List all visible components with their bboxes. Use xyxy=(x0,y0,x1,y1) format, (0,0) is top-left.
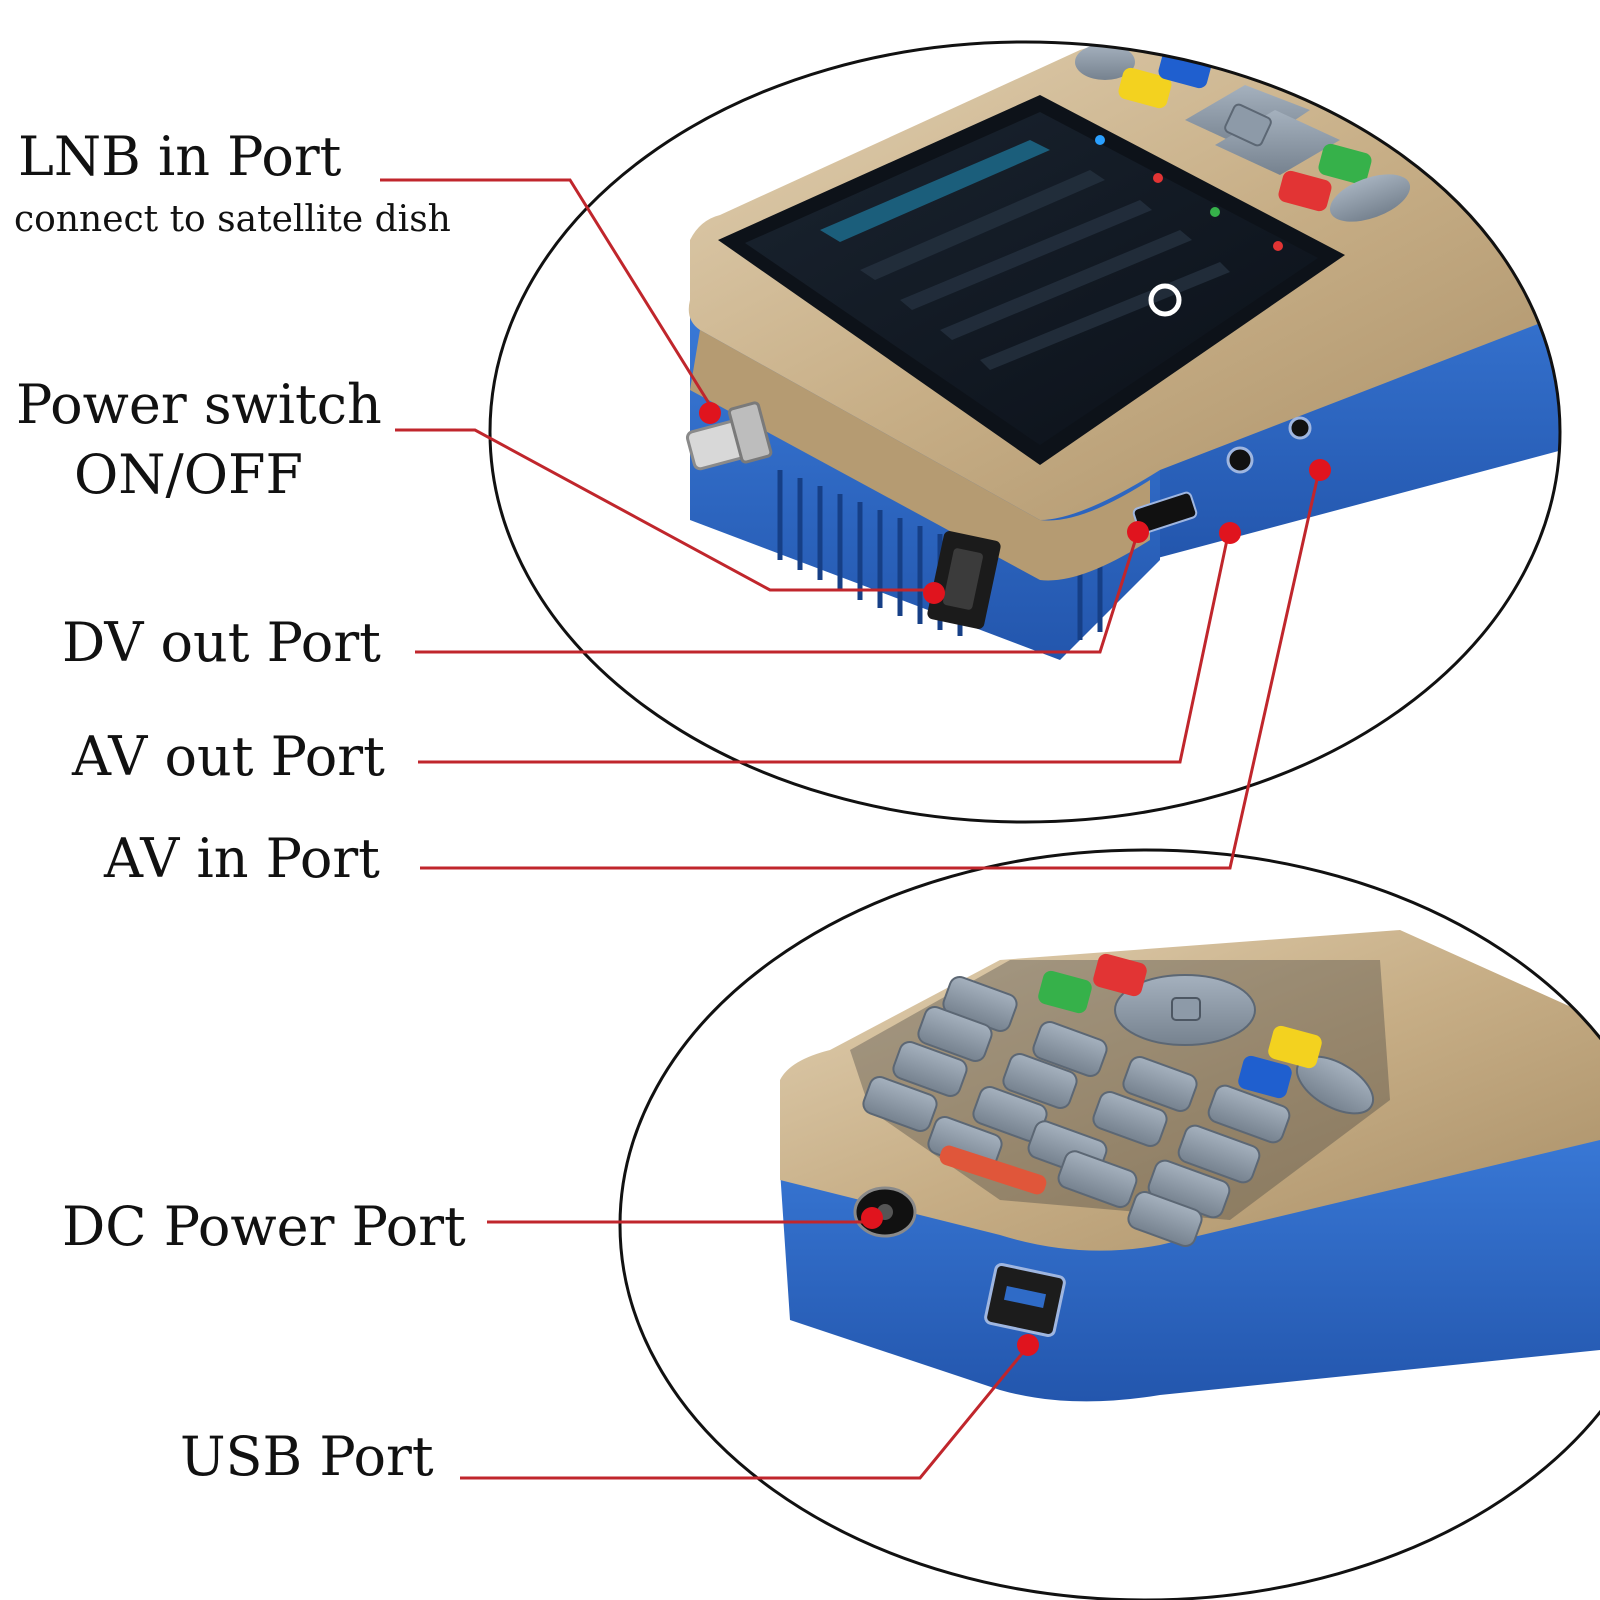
callout-dot-power xyxy=(923,582,945,604)
top-magnifier xyxy=(488,40,1562,824)
callout-dot-avout xyxy=(1219,522,1241,544)
callout-line-avout xyxy=(418,534,1230,764)
callout-dot-dc xyxy=(861,1207,883,1229)
label-power-switch: Power switch xyxy=(16,373,382,436)
callout-line-avin xyxy=(420,474,1320,870)
label-dv-out-port: DV out Port xyxy=(62,611,381,674)
callout-dot-avin xyxy=(1309,459,1331,481)
callout-line-usb xyxy=(460,1349,1027,1480)
label-av-out-port: AV out Port xyxy=(72,725,385,788)
label-dc-power-port: DC Power Port xyxy=(62,1195,466,1258)
callout-dot-lnb xyxy=(699,402,721,424)
callout-line-dv xyxy=(415,534,1139,654)
callout-dot-usb xyxy=(1017,1334,1039,1356)
label-power-on-off: ON/OFF xyxy=(74,443,303,506)
label-usb-port: USB Port xyxy=(180,1425,434,1488)
bottom-magnifier xyxy=(618,848,1600,1600)
callout-line-lnb xyxy=(380,178,712,406)
callout-line-power xyxy=(395,428,925,592)
label-lnb-subtitle: connect to satellite dish xyxy=(14,199,451,240)
callout-dot-dv xyxy=(1127,521,1149,543)
label-lnb-in-port: LNB in Port xyxy=(18,125,342,188)
label-av-in-port: AV in Port xyxy=(104,827,380,890)
